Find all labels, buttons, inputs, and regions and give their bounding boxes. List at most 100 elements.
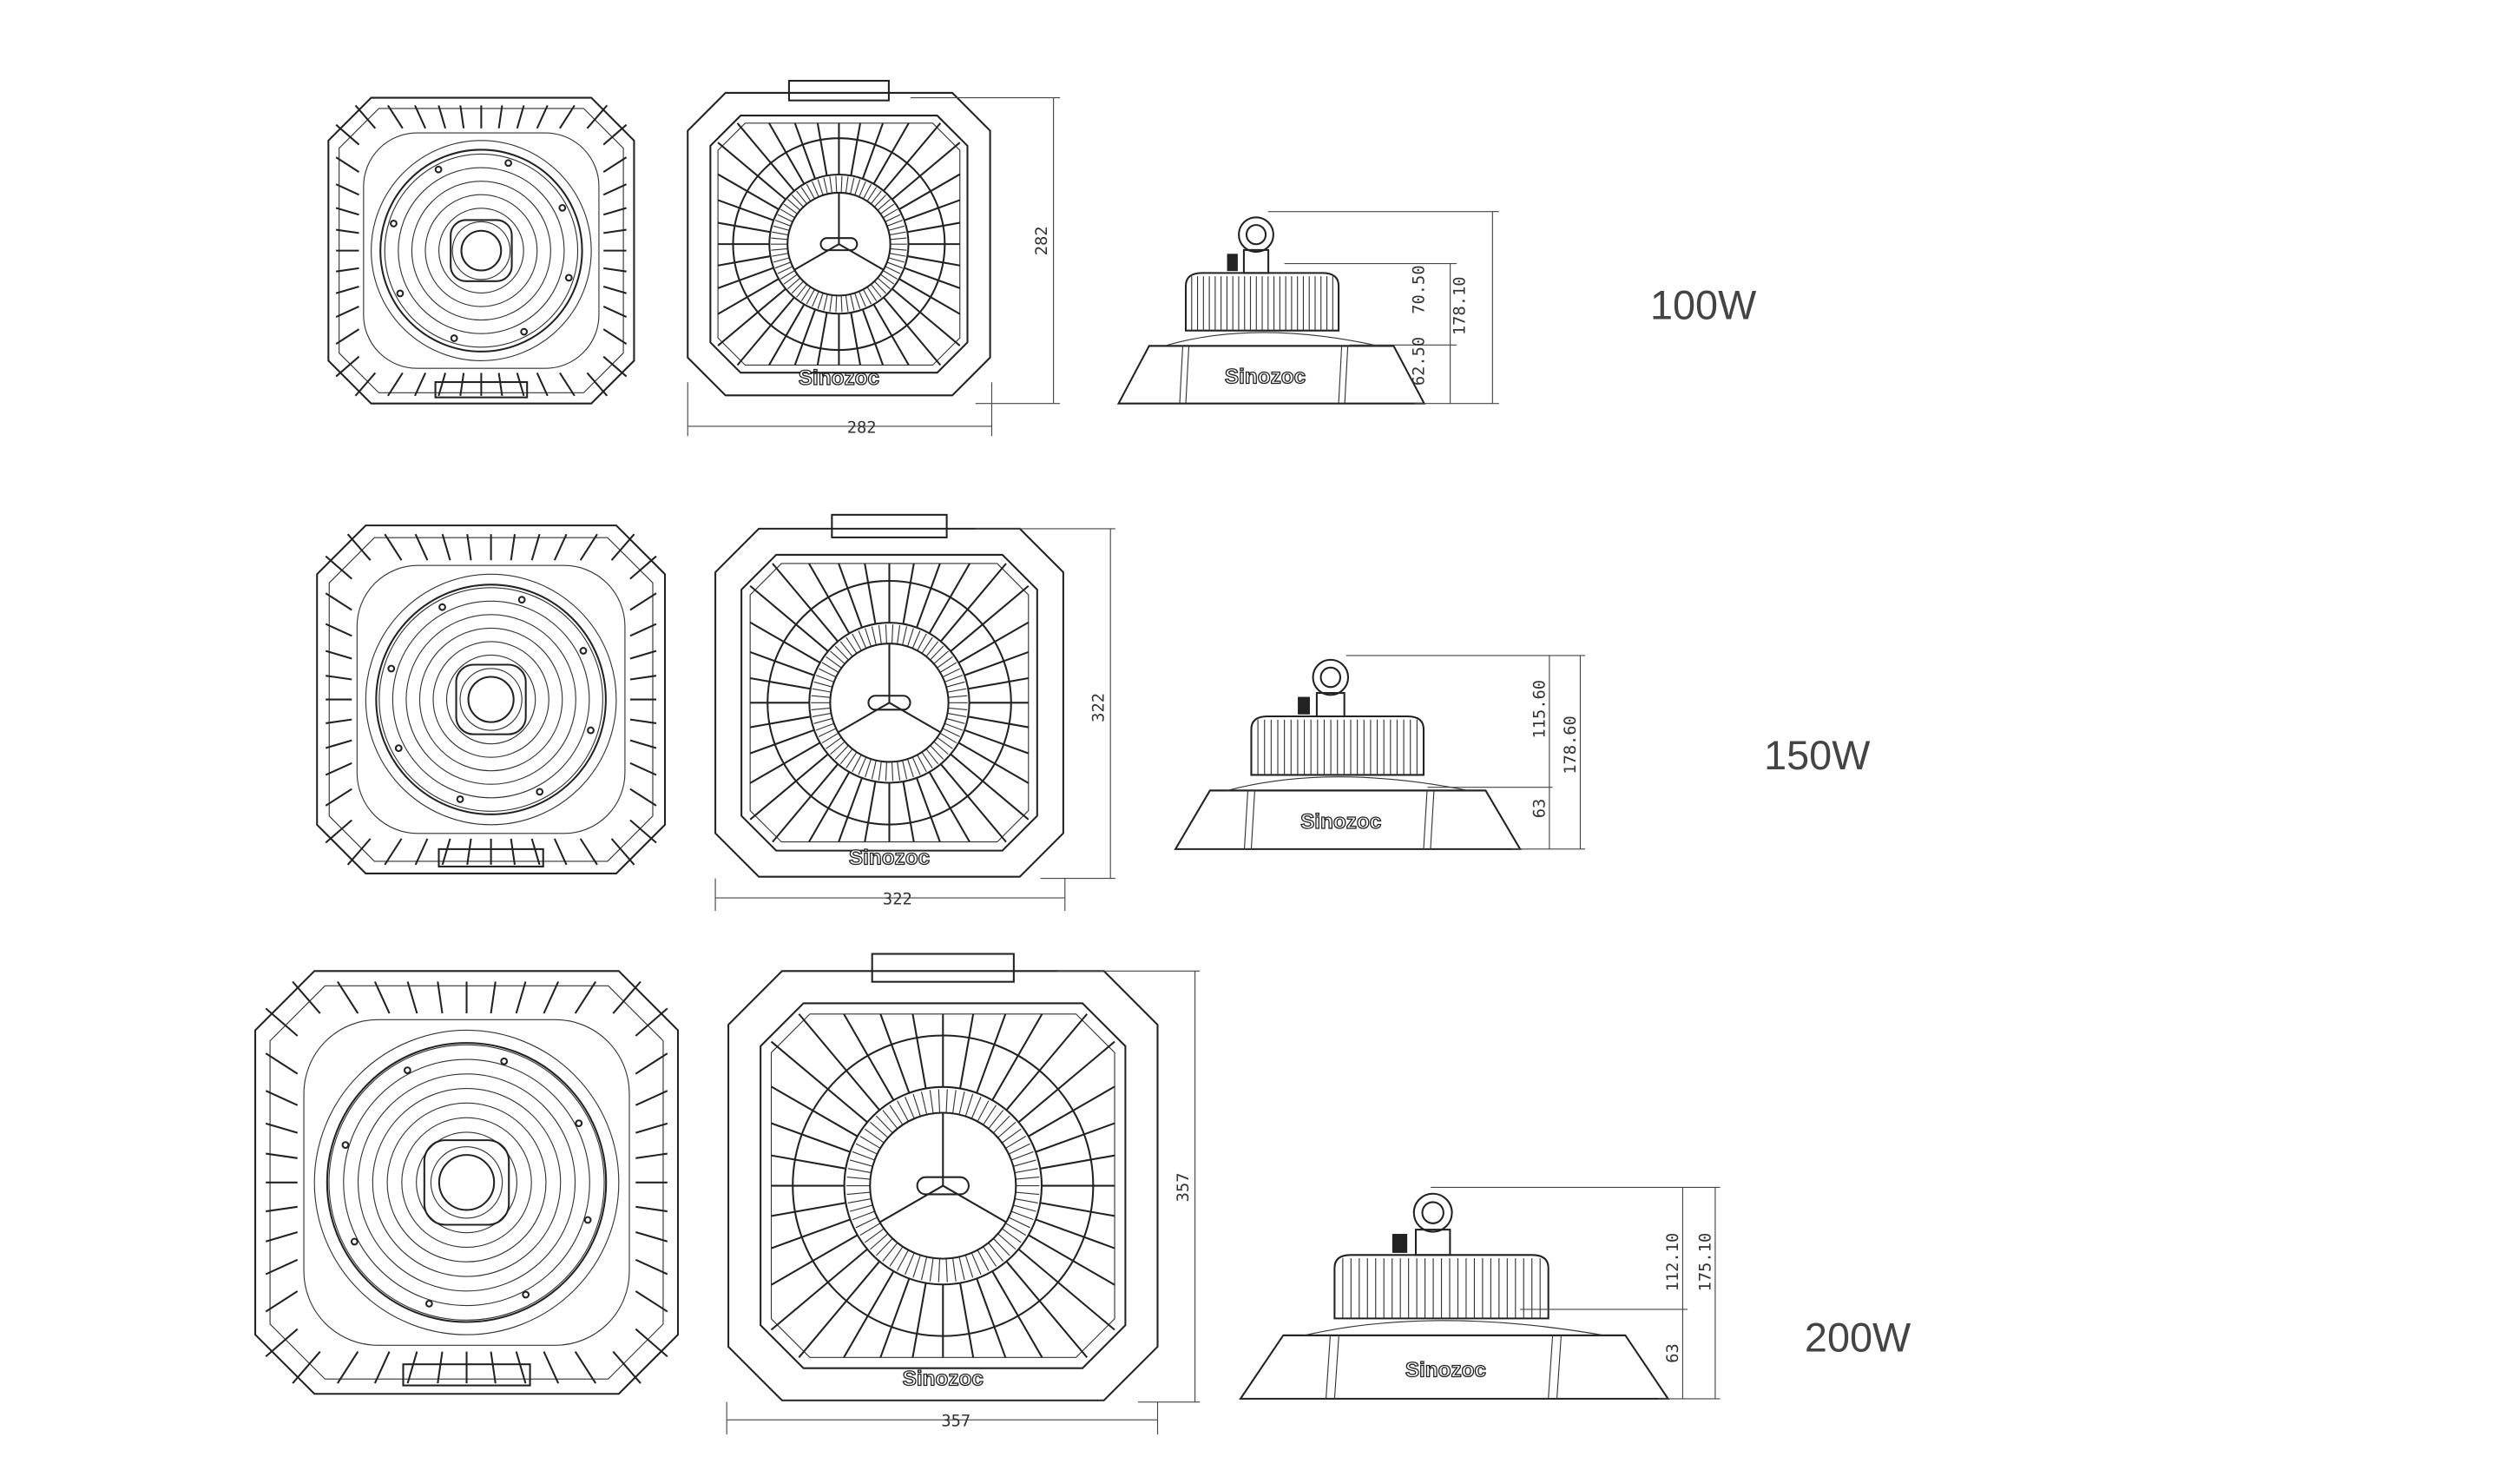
heatsink-tooth [866, 287, 878, 301]
top-view [254, 970, 680, 1395]
heatsink-tooth [812, 181, 819, 197]
guard-spoke [749, 742, 821, 784]
heatsink-tooth [870, 284, 882, 298]
heatsink-tooth [882, 1110, 898, 1130]
heatsink-tooth [890, 247, 907, 251]
heatsink-tooth [864, 1128, 885, 1144]
fin [373, 981, 391, 1014]
screw [587, 726, 595, 735]
heatsink-tooth [840, 295, 843, 313]
heatsink-ring [371, 140, 592, 361]
guard-spoke [770, 1248, 868, 1331]
heatsink-tooth [878, 761, 882, 781]
screw [450, 334, 458, 342]
heatsink-tooth [839, 748, 853, 765]
heatsink-tooth [879, 203, 895, 214]
heatsink-tooth [945, 1258, 948, 1282]
heatsink-tooth [875, 1237, 893, 1256]
heatsink-ring [357, 1073, 576, 1292]
guard-spoke [864, 781, 877, 842]
heatsink-tooth [885, 214, 901, 222]
fin [265, 1090, 299, 1106]
hanger-arm [793, 243, 839, 271]
cover-dome [1304, 1320, 1604, 1336]
heatsink-tooth [783, 274, 798, 285]
hanger-arm [942, 1184, 1007, 1223]
guard-spoke [749, 650, 815, 676]
heatsink-tooth [866, 187, 878, 202]
guard-spoke [749, 584, 829, 652]
heatsink-tooth [812, 712, 832, 717]
fin [335, 306, 359, 318]
fin [346, 838, 372, 866]
driver-hole [460, 229, 503, 272]
heatsink-tooth [997, 1233, 1017, 1250]
heatsink-tooth [897, 761, 901, 781]
total-height-label: 178.10 [1451, 276, 1469, 335]
handle [402, 1363, 531, 1387]
heatsink-tooth [911, 756, 921, 775]
fin [441, 838, 451, 866]
heatsink-tooth [849, 1159, 873, 1167]
heatsink-tooth [948, 695, 968, 698]
fin [325, 739, 352, 749]
hanger-arm [837, 702, 890, 734]
guard-spoke [916, 777, 941, 842]
guard-spoke [879, 1013, 911, 1094]
heatsink-tooth [855, 1143, 878, 1155]
fin [346, 533, 372, 561]
fin [326, 675, 352, 681]
base-rib [1179, 346, 1184, 404]
fin [266, 1205, 298, 1213]
heatsink-tooth [864, 1228, 885, 1243]
heatsink-tooth [821, 662, 839, 673]
fin [612, 1350, 642, 1384]
heatsink-tooth [852, 1151, 875, 1161]
heatsink-tooth [952, 1090, 957, 1114]
heatsink-tooth [780, 208, 795, 219]
screw [500, 1057, 509, 1065]
eyebolt-ring [1412, 1192, 1453, 1233]
heatsink-body [1184, 272, 1340, 332]
guard-spoke [911, 1282, 927, 1358]
fin [466, 838, 472, 866]
fin [629, 762, 657, 776]
heatsink-tooth [806, 289, 815, 305]
hook-slot [867, 695, 911, 711]
heatsink-ring [418, 627, 563, 772]
fin [629, 675, 657, 681]
heatsink-ring [405, 614, 576, 785]
screw [522, 1290, 530, 1299]
base-rib [1556, 1335, 1563, 1399]
brand-logo: Sinozoc [903, 1367, 984, 1390]
guard-ring [792, 1034, 1095, 1337]
guard-spoke [959, 1282, 975, 1358]
upper-height-label: 112.10 [1664, 1233, 1682, 1292]
guard-spoke [939, 763, 1007, 843]
heatsink-tooth [772, 231, 789, 236]
heatsink-tooth [933, 650, 949, 664]
wattage-label: 200W [1805, 1315, 1911, 1361]
heatsink-tooth [862, 289, 872, 305]
guard-spoke [892, 142, 961, 201]
fin [414, 533, 429, 561]
base-rib [1243, 790, 1249, 849]
height-label: 282 [1033, 226, 1051, 255]
heatsink-tooth [845, 294, 849, 312]
fin [325, 592, 352, 611]
heatsink-tooth [946, 681, 965, 688]
guard-spoke [1028, 1234, 1115, 1286]
heatsink-tooth [818, 668, 837, 678]
heatsink-tooth [1013, 1204, 1036, 1212]
heatsink-tooth [970, 1252, 982, 1276]
heatsink-tooth [905, 1097, 915, 1119]
fin [553, 533, 568, 561]
guard-spoke [768, 122, 806, 185]
guard-spoke [736, 122, 795, 192]
heatsink-tooth [905, 1252, 915, 1276]
fin [292, 980, 321, 1014]
heatsink-outer [808, 622, 970, 784]
guard-spoke [898, 173, 961, 210]
heatsink-tooth [859, 1136, 881, 1149]
guard-frame [709, 115, 969, 374]
